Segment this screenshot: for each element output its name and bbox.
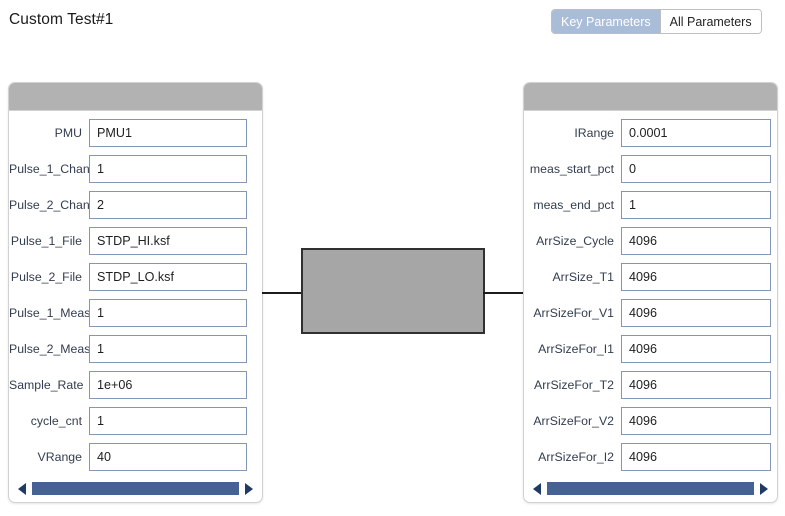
parameter-input-meas_end_pct[interactable]: 1 xyxy=(621,191,771,219)
right-wire xyxy=(483,292,524,294)
left-panel-header xyxy=(9,83,262,111)
tab-key-parameters[interactable]: Key Parameters xyxy=(552,10,660,33)
parameter-mode-toggle[interactable]: Key Parameters All Parameters xyxy=(551,9,762,34)
parameter-row: ArrSizeFor_I1 4096 xyxy=(524,335,777,363)
parameter-input-arrsizefor_i2[interactable]: 4096 xyxy=(621,443,771,471)
parameter-input-pulse_2_chan[interactable]: 2 xyxy=(89,191,247,219)
parameter-input-arrsize_t1[interactable]: 4096 xyxy=(621,263,771,291)
parameter-label-meas_start_pct: meas_start_pct xyxy=(529,162,614,176)
parameter-label-pulse_1_file: Pulse_1_File xyxy=(10,234,82,248)
parameter-label-vrange: VRange xyxy=(37,450,82,464)
tab-all-parameters[interactable]: All Parameters xyxy=(659,10,761,33)
left-panel-horizontal-scrollbar[interactable] xyxy=(15,480,256,497)
parameter-label-pulse_1_meas: Pulse_1_Meas xyxy=(9,306,89,320)
parameter-input-pulse_1_chan[interactable]: 1 xyxy=(89,155,247,183)
parameter-label-irange: IRange xyxy=(574,126,614,140)
parameter-label-pmu: PMU xyxy=(54,126,82,140)
parameter-label-arrsizefor_v2: ArrSizeFor_V2 xyxy=(533,414,614,428)
parameter-label-arrsizefor_v1: ArrSizeFor_V1 xyxy=(533,306,614,320)
parameter-input-arrsizefor_i1[interactable]: 4096 xyxy=(621,335,771,363)
parameter-row: ArrSizeFor_I2 4096 xyxy=(524,443,777,471)
parameter-row: VRange 40 xyxy=(9,443,262,471)
parameter-row: Sample_Rate 1e+06 xyxy=(9,371,262,399)
left-scroll-track[interactable] xyxy=(32,482,239,495)
parameter-label-pulse_1_chan: Pulse_1_Chan xyxy=(9,162,89,176)
parameter-input-pulse_2_meas[interactable]: 1 xyxy=(89,335,247,363)
left-scroll-thumb[interactable] xyxy=(32,482,239,495)
parameter-label-arrsize_cycle: ArrSize_Cycle xyxy=(536,234,614,248)
parameter-input-pmu[interactable]: PMU1 xyxy=(89,119,247,147)
parameter-input-arrsizefor_v1[interactable]: 4096 xyxy=(621,299,771,327)
right-parameter-panel: IRange 0.0001 meas_start_pct 0 meas_end_pct 1… xyxy=(523,82,778,503)
parameter-row: cycle_cnt 1 xyxy=(9,407,262,435)
parameter-input-irange[interactable]: 0.0001 xyxy=(621,119,771,147)
device-diagram xyxy=(262,248,524,336)
device-under-test-box[interactable] xyxy=(301,248,485,334)
right-scroll-thumb[interactable] xyxy=(547,482,754,495)
parameter-label-pulse_2_chan: Pulse_2_Chan xyxy=(9,198,89,212)
parameter-row: ArrSizeFor_V2 4096 xyxy=(524,407,777,435)
parameter-input-vrange[interactable]: 40 xyxy=(89,443,247,471)
parameter-input-arrsize_cycle[interactable]: 4096 xyxy=(621,227,771,255)
parameter-input-pulse_2_file[interactable]: STDP_LO.ksf xyxy=(89,263,247,291)
parameter-input-arrsizefor_t2[interactable]: 4096 xyxy=(621,371,771,399)
parameter-label-arrsize_t1: ArrSize_T1 xyxy=(552,270,614,284)
parameter-label-arrsizefor_i1: ArrSizeFor_I1 xyxy=(538,342,614,356)
parameter-label-cycle_cnt: cycle_cnt xyxy=(30,414,82,428)
parameter-row: ArrSizeFor_T2 4096 xyxy=(524,371,777,399)
scroll-left-icon[interactable] xyxy=(15,481,29,496)
parameter-label-meas_end_pct: meas_end_pct xyxy=(533,198,614,212)
parameter-row: Pulse_1_File STDP_HI.ksf xyxy=(9,227,262,255)
parameter-input-arrsizefor_v2[interactable]: 4096 xyxy=(621,407,771,435)
parameter-input-pulse_1_meas[interactable]: 1 xyxy=(89,299,247,327)
parameter-input-sample_rate[interactable]: 1e+06 xyxy=(89,371,247,399)
parameter-row: meas_start_pct 0 xyxy=(524,155,777,183)
right-panel-horizontal-scrollbar[interactable] xyxy=(530,480,771,497)
parameter-row: ArrSize_T1 4096 xyxy=(524,263,777,291)
right-panel-header xyxy=(524,83,777,111)
parameter-label-pulse_2_file: Pulse_2_File xyxy=(10,270,82,284)
parameter-label-arrsizefor_t2: ArrSizeFor_T2 xyxy=(534,378,614,392)
parameter-row: Pulse_2_File STDP_LO.ksf xyxy=(9,263,262,291)
right-panel-fields: IRange 0.0001 meas_start_pct 0 meas_end_pct 1… xyxy=(524,111,777,475)
parameter-row: meas_end_pct 1 xyxy=(524,191,777,219)
parameter-input-cycle_cnt[interactable]: 1 xyxy=(89,407,247,435)
parameter-label-pulse_2_meas: Pulse_2_Meas xyxy=(9,342,89,356)
parameter-input-pulse_1_file[interactable]: STDP_HI.ksf xyxy=(89,227,247,255)
right-scroll-track[interactable] xyxy=(547,482,754,495)
parameter-row: ArrSizeFor_V1 4096 xyxy=(524,299,777,327)
parameter-row: ArrSize_Cycle 4096 xyxy=(524,227,777,255)
scroll-right-icon[interactable] xyxy=(757,481,771,496)
scroll-right-icon[interactable] xyxy=(242,481,256,496)
parameter-label-sample_rate: Sample_Rate xyxy=(9,378,84,392)
page-title: Custom Test#1 xyxy=(9,11,114,28)
scroll-left-icon[interactable] xyxy=(530,481,544,496)
left-wire xyxy=(262,292,303,294)
parameter-label-arrsizefor_i2: ArrSizeFor_I2 xyxy=(538,450,614,464)
parameter-row: IRange 0.0001 xyxy=(524,119,777,147)
parameter-row: PMU PMU1 xyxy=(9,119,262,147)
parameter-input-meas_start_pct[interactable]: 0 xyxy=(621,155,771,183)
